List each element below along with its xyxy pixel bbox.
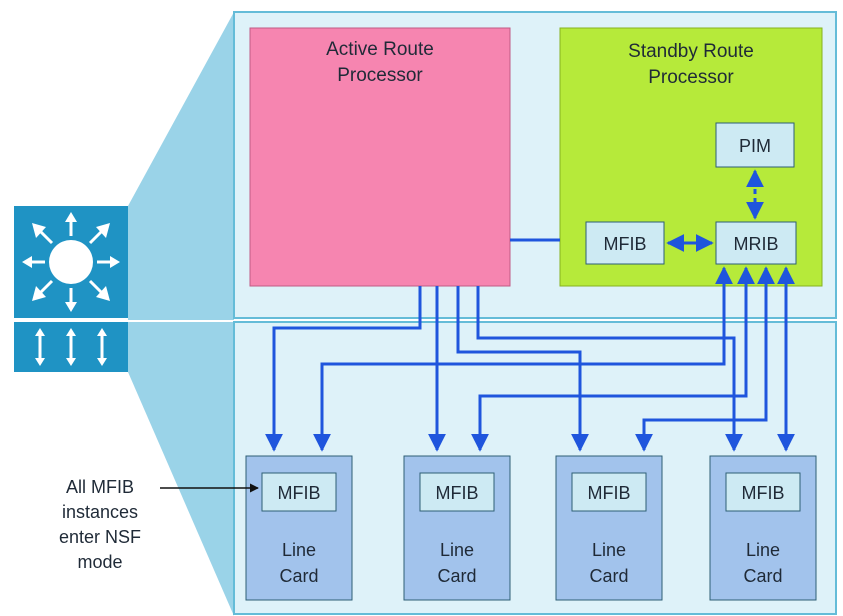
- standby-mfib-module: MFIB: [585, 221, 665, 265]
- line-card-3-mfib: MFIB: [588, 483, 631, 503]
- annotation-line3: enter NSF: [59, 527, 141, 547]
- mrib-module: MRIB: [715, 221, 797, 265]
- annotation-line4: mode: [77, 552, 122, 572]
- annotation-line1: All MFIB: [66, 477, 134, 497]
- line-card-3: MFIB Line Card: [555, 455, 663, 601]
- switch-icon: [14, 322, 128, 372]
- active-route-processor: Active Route Processor: [249, 27, 511, 287]
- pim-label: PIM: [739, 136, 771, 156]
- nsf-annotation: All MFIB instances enter NSF mode: [59, 477, 259, 572]
- standby-rp-label-line2: Processor: [648, 67, 734, 88]
- standby-rp-label-line1: Standby Route: [628, 41, 754, 62]
- line-card-4-label-line2: Card: [743, 566, 782, 586]
- line-card-2-mfib: MFIB: [436, 483, 479, 503]
- line-card-3-label-line2: Card: [589, 566, 628, 586]
- perspective-projection-lower: [128, 322, 234, 616]
- line-card-2-label-line2: Card: [437, 566, 476, 586]
- mrib-to-line-card-3-link: [635, 266, 775, 452]
- active-rp-label-line2: Processor: [337, 65, 423, 86]
- perspective-projection: [128, 12, 234, 320]
- standby-mfib-label: MFIB: [604, 234, 647, 254]
- line-card-1-mfib: MFIB: [278, 483, 321, 503]
- annotation-line2: instances: [62, 502, 138, 522]
- line-card-3-label-line1: Line: [592, 540, 626, 560]
- line-card-4-mfib: MFIB: [742, 483, 785, 503]
- line-card-1-label-line2: Card: [279, 566, 318, 586]
- line-card-4-label-line1: Line: [746, 540, 780, 560]
- line-card-1: MFIB Line Card: [245, 455, 353, 601]
- line-card-4: MFIB Line Card: [709, 455, 817, 601]
- line-card-1-label-line1: Line: [282, 540, 316, 560]
- pim-module: PIM: [715, 122, 795, 168]
- line-card-2-label-line1: Line: [440, 540, 474, 560]
- active-rp-label-line1: Active Route: [326, 39, 434, 60]
- line-card-2: MFIB Line Card: [403, 455, 511, 601]
- router-icon: [14, 206, 128, 318]
- mrib-label: MRIB: [734, 234, 779, 254]
